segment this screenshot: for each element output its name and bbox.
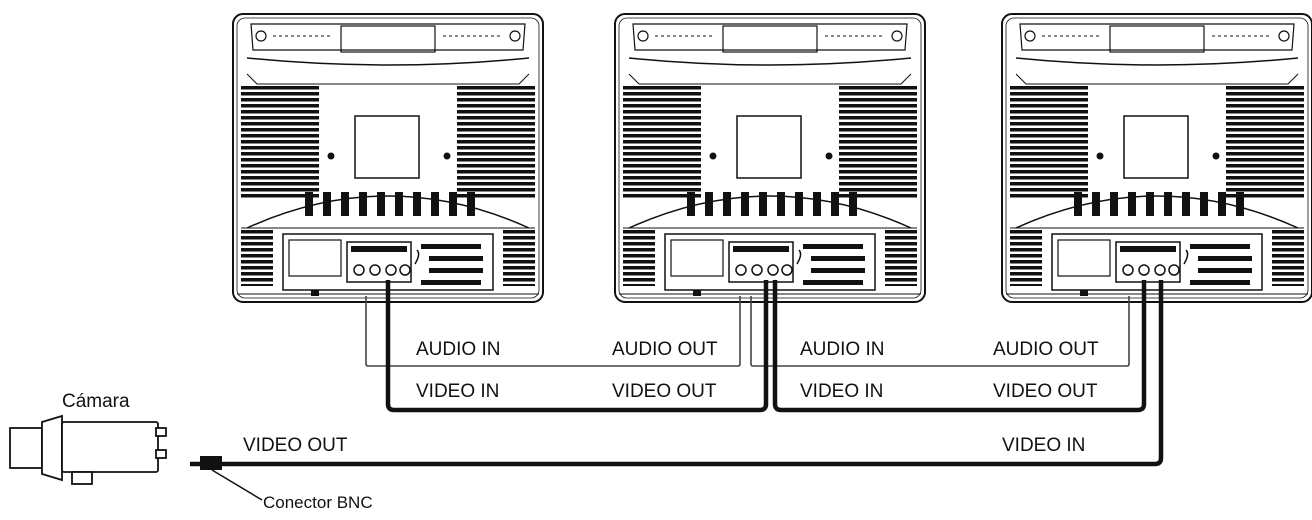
audio-cables — [365, 296, 1130, 367]
monitor-1 — [232, 13, 544, 303]
monitor2-video-out-label: VIDEO OUT — [612, 381, 717, 402]
monitor3-video-in-label: VIDEO IN — [1002, 435, 1086, 456]
monitor2-audio-out-label: AUDIO OUT — [612, 339, 718, 360]
monitor-2 — [614, 13, 926, 303]
camera-video-out-label: VIDEO OUT — [243, 435, 348, 456]
monitor2-video-in-label: VIDEO IN — [800, 381, 884, 402]
monitor3-audio-out-label: AUDIO OUT — [993, 339, 1099, 360]
camera-icon — [9, 414, 167, 485]
monitor1-video-in-label: VIDEO IN — [416, 381, 500, 402]
connector-label: Conector BNC — [263, 493, 373, 512]
monitor3-video-out-label: VIDEO OUT — [993, 381, 1098, 402]
monitor-3 — [1001, 13, 1312, 303]
camera-label: Cámara — [62, 391, 130, 412]
video-cables — [190, 280, 1164, 467]
monitor1-audio-in-label: AUDIO IN — [416, 339, 501, 360]
monitor2-audio-in-label: AUDIO IN — [800, 339, 885, 360]
bnc-connector-icon — [200, 456, 263, 501]
